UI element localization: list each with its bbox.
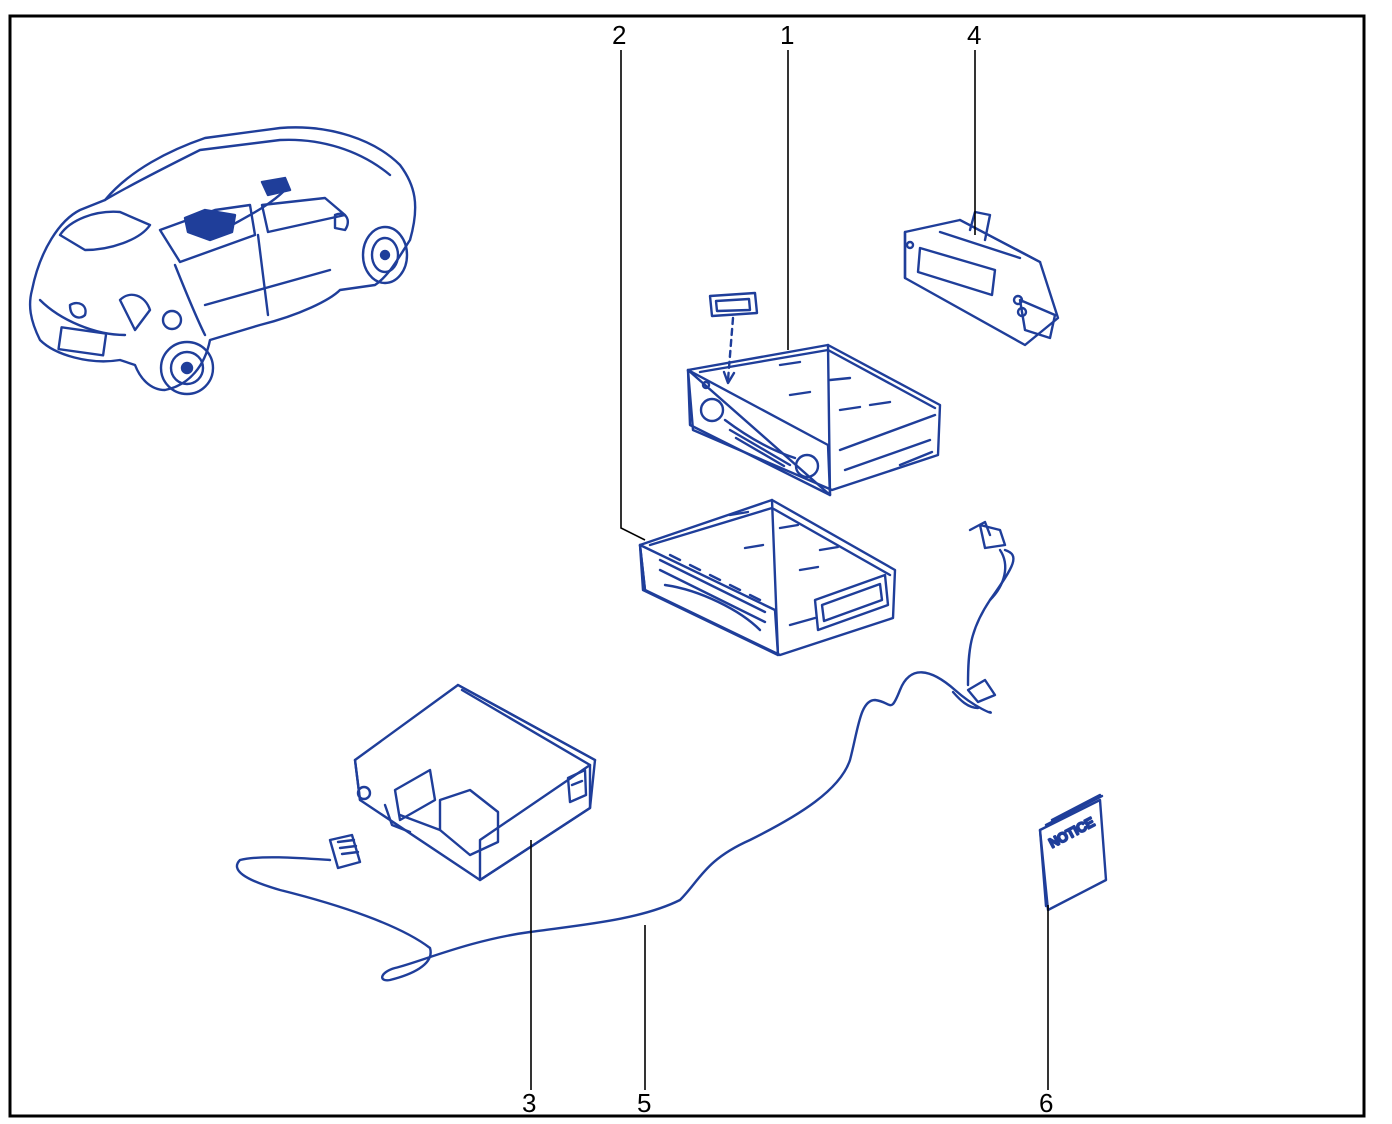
callout-3: 3 bbox=[522, 1088, 536, 1118]
frame-border bbox=[8, 14, 1366, 1118]
part-2-radio-unit bbox=[638, 498, 897, 657]
part-1-radio-unit bbox=[686, 291, 942, 497]
callout-1: 1 bbox=[780, 20, 794, 50]
callout-5: 5 bbox=[637, 1088, 651, 1118]
leader-2 bbox=[620, 50, 646, 541]
callout-4: 4 bbox=[967, 20, 981, 50]
part-5-cable-harness bbox=[528, 520, 1015, 934]
callout-numbers: 1 2 3 4 5 6 bbox=[522, 20, 1053, 1118]
part-6-notice-booklet: NOTICE bbox=[1038, 793, 1108, 912]
callout-leaders bbox=[530, 50, 1049, 1090]
car-illustration bbox=[28, 126, 417, 396]
callout-2: 2 bbox=[612, 20, 626, 50]
part-3-amplifier-box bbox=[235, 683, 597, 982]
part-4-display-unit bbox=[903, 210, 1060, 347]
callout-6: 6 bbox=[1039, 1088, 1053, 1118]
